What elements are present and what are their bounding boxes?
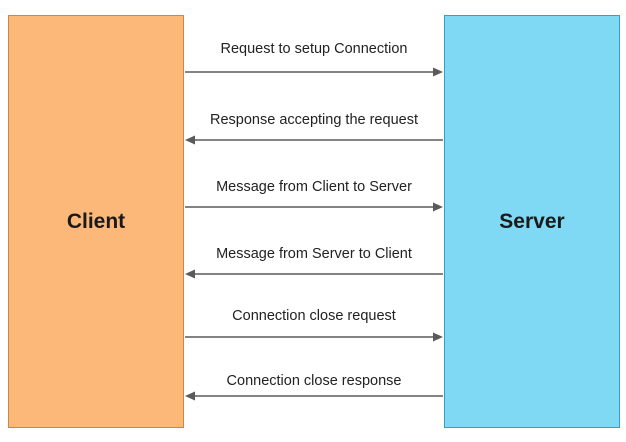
client-box: Client: [8, 15, 184, 428]
message-arrow-5: [185, 332, 443, 342]
message-arrow-3: [185, 202, 443, 212]
arrow-head: [433, 202, 443, 212]
message-arrow-4: [185, 269, 443, 279]
arrow-head: [433, 332, 443, 342]
message-label-1: Request to setup Connection: [220, 41, 408, 57]
arrow-head: [185, 135, 195, 145]
message-arrow-6: [185, 391, 443, 401]
message-arrow-1: [185, 67, 443, 77]
arrow-head: [185, 391, 195, 401]
message-arrow-2: [185, 135, 443, 145]
server-box: Server: [444, 15, 620, 428]
arrow-head: [185, 269, 195, 279]
arrow-head: [433, 67, 443, 77]
message-label-3: Message from Client to Server: [216, 179, 412, 195]
server-label: Server: [499, 209, 565, 233]
message-label-6: Connection close response: [226, 373, 402, 389]
message-label-4: Message from Server to Client: [216, 246, 412, 262]
message-label-5: Connection close request: [232, 308, 396, 324]
client-label: Client: [66, 209, 126, 233]
message-label-2: Response accepting the request: [210, 112, 418, 128]
